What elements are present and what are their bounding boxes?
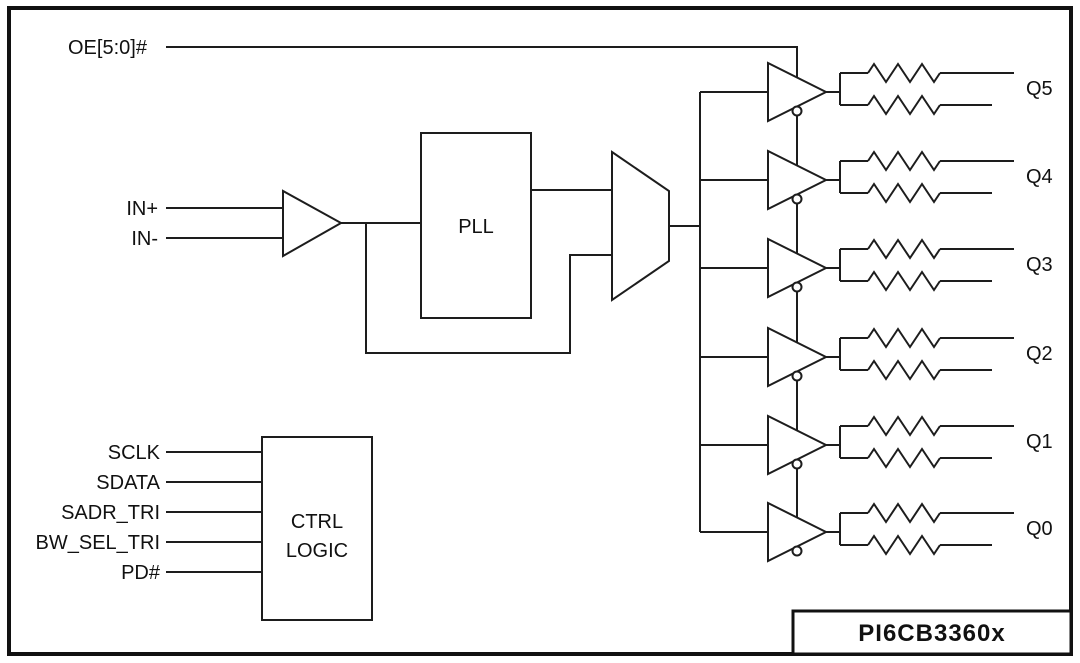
output-label: Q4 bbox=[1026, 166, 1053, 188]
output-wires bbox=[826, 512, 1014, 546]
resistor-bottom-icon bbox=[867, 271, 941, 291]
in-pos-label: IN+ bbox=[126, 198, 158, 220]
sadr-tri-label: SADR_TRI bbox=[61, 502, 160, 524]
resistor-bottom-icon bbox=[867, 95, 941, 115]
output-label: Q2 bbox=[1026, 343, 1053, 365]
output-wires bbox=[826, 425, 1014, 459]
ctrl-logic-label-line2: LOGIC bbox=[286, 540, 348, 562]
ctrl-logic-label-line1: CTRL bbox=[291, 511, 343, 533]
output-channel-q0: Q0 bbox=[700, 501, 1053, 563]
oe-label: OE[5:0]# bbox=[68, 37, 148, 59]
output-wires bbox=[826, 160, 1014, 194]
output-wires bbox=[826, 248, 1014, 282]
output-channel-q3: Q3 bbox=[700, 237, 1053, 299]
diagram-border bbox=[7, 6, 1073, 656]
output-channel-q2: Q2 bbox=[700, 326, 1053, 388]
output-label: Q3 bbox=[1026, 254, 1053, 276]
mux-icon bbox=[611, 150, 670, 302]
output-channel-q4: Q4 bbox=[700, 149, 1053, 211]
sclk-label: SCLK bbox=[108, 442, 161, 464]
resistor-bottom-icon bbox=[867, 183, 941, 203]
part-number-label: PI6CB3360x bbox=[858, 620, 1005, 647]
oe-wire bbox=[166, 46, 798, 551]
pll-label: PLL bbox=[458, 216, 494, 238]
resistor-top-icon bbox=[867, 503, 941, 523]
resistor-bottom-icon bbox=[867, 448, 941, 468]
output-channel-q5: Q5 bbox=[700, 61, 1053, 123]
output-label: Q1 bbox=[1026, 431, 1053, 453]
in-neg-label: IN- bbox=[131, 228, 158, 250]
pll-bypass-wire bbox=[365, 223, 612, 354]
output-wires bbox=[826, 337, 1014, 371]
enable-bubble-icon bbox=[791, 458, 803, 470]
resistor-top-icon bbox=[867, 239, 941, 259]
resistor-top-icon bbox=[867, 328, 941, 348]
resistor-top-icon bbox=[867, 151, 941, 171]
pll-block bbox=[420, 132, 532, 319]
resistor-bottom-icon bbox=[867, 535, 941, 555]
sdata-label: SDATA bbox=[96, 472, 160, 494]
output-label: Q0 bbox=[1026, 518, 1053, 540]
part-number-box bbox=[791, 609, 1073, 656]
resistor-bottom-icon bbox=[867, 360, 941, 380]
resistor-top-icon bbox=[867, 416, 941, 436]
enable-bubble-icon bbox=[791, 193, 803, 205]
output-wires bbox=[826, 72, 1014, 106]
input-buffer-icon bbox=[282, 189, 344, 258]
bw-sel-tri-label: BW_SEL_TRI bbox=[36, 532, 160, 554]
pd-label: PD# bbox=[121, 562, 161, 584]
resistor-top-icon bbox=[867, 63, 941, 83]
ctrl-logic-block bbox=[261, 436, 373, 621]
output-label: Q5 bbox=[1026, 78, 1053, 100]
enable-bubble-icon bbox=[791, 281, 803, 293]
enable-bubble-icon bbox=[791, 545, 803, 557]
enable-bubble-icon bbox=[791, 105, 803, 117]
output-channel-q1: Q1 bbox=[700, 414, 1053, 476]
enable-bubble-icon bbox=[791, 370, 803, 382]
